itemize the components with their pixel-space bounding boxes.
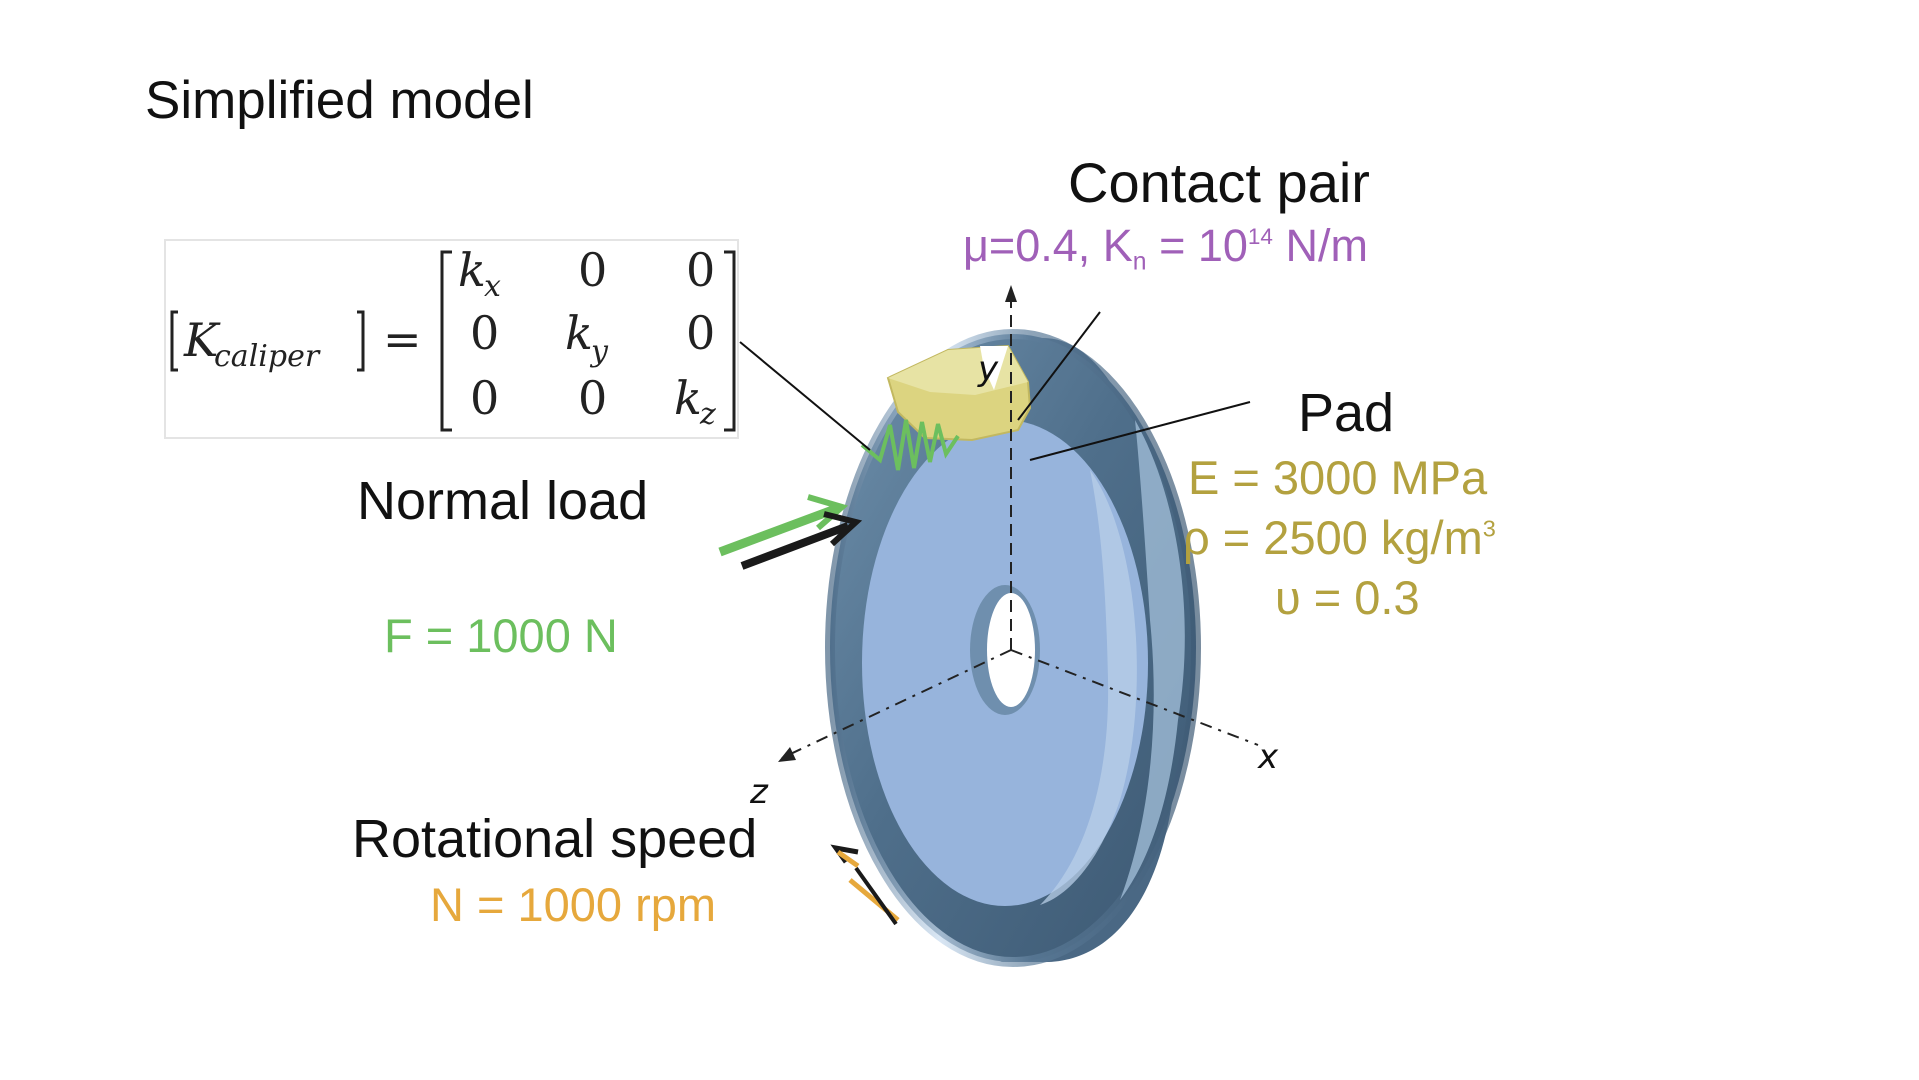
normal-load-title: Normal load xyxy=(357,471,649,531)
matrix-sub-x: x xyxy=(484,269,501,304)
contact-pair-leader-line xyxy=(1017,311,1101,421)
caliper-spring xyxy=(860,419,960,471)
rotational-speed-title: Rotational speed xyxy=(352,809,758,869)
contact-pair-title: Contact pair xyxy=(1068,151,1370,214)
disc-face-shade xyxy=(1040,470,1137,905)
matrix-sub-z: z xyxy=(699,397,716,432)
pad-title: Pad xyxy=(1298,383,1395,443)
stiffness-matrix: K caliper = k x 0 0 0 k y 0 0 0 k z xyxy=(170,243,736,432)
matrix-cell-0-1: 0 xyxy=(578,243,607,297)
matrix-lhs-subscript: caliper xyxy=(214,339,321,374)
matrix-equals: = xyxy=(383,312,422,366)
coordinate-axes: y x z xyxy=(749,285,1279,812)
y-axis-arrow xyxy=(1005,285,1017,302)
brake-pad-notch xyxy=(980,346,1008,390)
z-axis-label: z xyxy=(749,772,769,812)
matrix-cell-2-1: 0 xyxy=(578,371,607,425)
contact-pair-kn-value: = 10 xyxy=(1146,220,1248,271)
diagram-title: Simplified model xyxy=(145,71,534,130)
matrix-cell-0-2: 0 xyxy=(686,243,715,297)
matrix-bracket-left xyxy=(440,250,452,432)
pad-density: ρ = 2500 kg/m3 xyxy=(1183,510,1496,565)
brake-disc xyxy=(825,329,1201,967)
matrix-cell-2-0: 0 xyxy=(470,371,499,425)
lhs-bracket-left xyxy=(170,310,178,372)
contact-pair-mu: μ=0.4, K xyxy=(963,220,1133,271)
lhs-bracket-right xyxy=(357,310,365,372)
matrix-sub-y: y xyxy=(589,334,609,369)
disc-rim-lighter-band xyxy=(1120,420,1185,900)
matrix-cell-0-0: k xyxy=(458,243,486,297)
contact-pair-kn-exponent: 14 xyxy=(1247,224,1273,250)
disc-edge-highlight xyxy=(825,329,1201,967)
contact-pair-kn-sub: n xyxy=(1132,248,1147,276)
matrix-bracket-right xyxy=(724,250,736,432)
y-axis-label: y xyxy=(977,349,999,389)
z-axis-arrow xyxy=(778,747,796,762)
matrix-cell-1-1: k xyxy=(565,306,593,360)
pad-density-value: ρ = 2500 kg/m xyxy=(1183,511,1483,564)
rotation-arrow xyxy=(830,844,900,926)
matrix-cell-1-0: 0 xyxy=(470,306,499,360)
normal-load-arrow xyxy=(718,494,863,570)
matrix-box xyxy=(164,239,739,439)
contact-pair-kn-unit: N/m xyxy=(1272,220,1368,271)
contact-pair-params: μ=0.4, Kn = 1014 N/m xyxy=(963,220,1368,277)
rotational-speed-value: N = 1000 rpm xyxy=(430,878,717,931)
pad-poisson-ratio: υ = 0.3 xyxy=(1275,571,1420,624)
x-axis-label: x xyxy=(1257,737,1279,777)
normal-load-force: F = 1000 N xyxy=(384,609,618,662)
matrix-cell-1-2: 0 xyxy=(686,306,715,360)
matrix-leader-line xyxy=(739,341,871,451)
pad-leader-line xyxy=(1029,401,1251,461)
matrix-lhs-symbol: K xyxy=(183,313,221,367)
pad-density-exponent: 3 xyxy=(1482,515,1496,542)
matrix-cell-2-2: k xyxy=(674,371,702,425)
z-axis-line xyxy=(781,649,1012,759)
pad-youngs-modulus: E = 3000 MPa xyxy=(1188,451,1488,504)
